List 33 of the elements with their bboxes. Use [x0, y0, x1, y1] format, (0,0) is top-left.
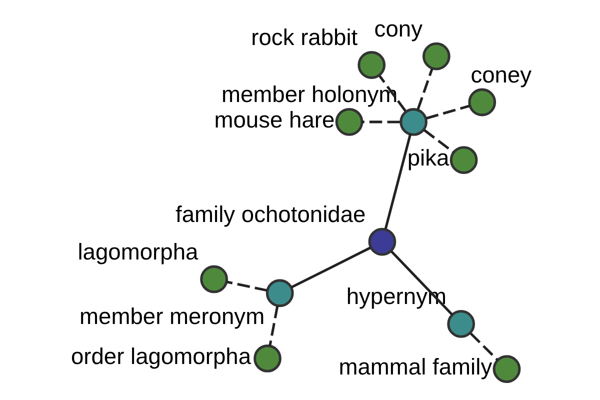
node-label: coney	[470, 61, 532, 88]
connector	[378, 75, 406, 112]
connector	[362, 120, 400, 124]
node-label: cony	[374, 16, 422, 42]
connector	[226, 280, 268, 292]
node-label: mammal family	[338, 354, 492, 380]
node-circle	[422, 42, 450, 70]
node-label: pika	[407, 144, 450, 171]
node-label: order lagomorpha	[70, 343, 252, 370]
node-label: member holonym	[221, 81, 398, 108]
node-circle	[492, 355, 521, 383]
node-circle	[447, 310, 476, 338]
node-circle	[266, 279, 294, 308]
connector	[470, 332, 499, 361]
connector	[384, 134, 412, 230]
connector	[416, 68, 434, 110]
node-circle	[358, 51, 386, 79]
node-circle	[368, 228, 396, 256]
node-label: family ochotonidae	[176, 201, 366, 228]
connector	[290, 246, 372, 288]
connector	[426, 104, 470, 120]
node-label: mouse hare	[214, 106, 335, 132]
connector	[423, 129, 454, 153]
connector	[268, 306, 279, 346]
node-label: rock rabbit	[251, 24, 358, 50]
node-circle	[450, 146, 478, 174]
node-circle	[468, 88, 496, 116]
node-circle	[254, 344, 282, 372]
node-label: lagomorpha	[78, 238, 198, 264]
node-circle	[400, 108, 428, 136]
node-label: member meronym	[80, 303, 265, 330]
node-circle	[200, 265, 228, 294]
node-circle	[335, 108, 364, 136]
